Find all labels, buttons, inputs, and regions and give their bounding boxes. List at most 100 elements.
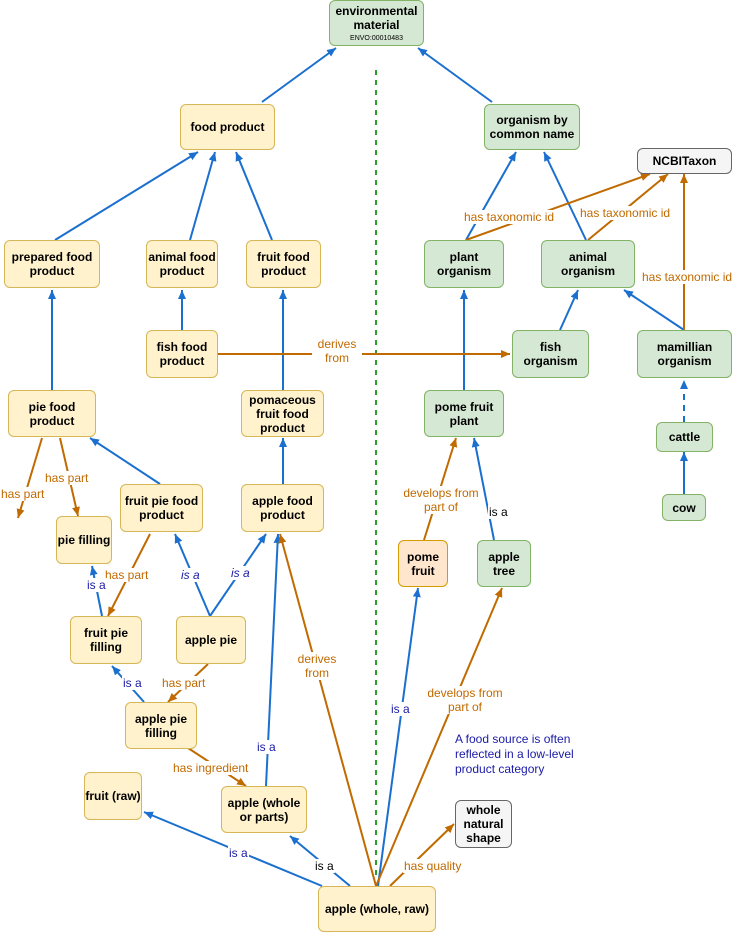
node-mamillian-organism[interactable]: mamillian organism — [637, 330, 732, 378]
node-label: pie food product — [28, 399, 76, 428]
node-apple-food-product[interactable]: apple food product — [241, 484, 324, 532]
edge-label-isa-fruitraw: is a — [228, 846, 249, 860]
node-label: cow — [672, 500, 696, 515]
node-pome-fruit[interactable]: pome fruit — [398, 540, 448, 587]
edge-fishorg-to-animal — [559, 289, 579, 331]
node-label: fruit pie food product — [124, 494, 199, 522]
node-label: apple tree — [488, 549, 520, 578]
node-environmental-material[interactable]: environmental material ENVO:00010483 — [329, 0, 424, 46]
node-label: apple (whole, raw) — [324, 902, 429, 916]
edge-label-haspart-2: has part — [44, 471, 90, 485]
node-label: apple (whole or parts) — [227, 795, 301, 824]
node-animal-food-product[interactable]: animal food product — [146, 240, 218, 288]
node-cow[interactable]: cow — [662, 494, 706, 521]
node-label: food product — [190, 120, 265, 134]
edge-fruitpie-to-pie — [89, 437, 161, 485]
node-fish-food-product[interactable]: fish food product — [146, 330, 218, 378]
node-label: pomaceous fruit food product — [249, 392, 316, 435]
node-label: pome fruit plant — [434, 399, 494, 428]
edge-label-isa-pomefruit: is a — [390, 702, 411, 716]
edge-label-isa-fruitpiefilling: is a — [122, 676, 143, 690]
annotation-note: A food source is often reflected in a lo… — [455, 732, 574, 776]
node-label: organism by common name — [489, 113, 575, 141]
node-fruit-pie-filling[interactable]: fruit pie filling — [70, 616, 142, 664]
node-label: fish organism — [523, 340, 578, 368]
node-fruit-pie-food-product[interactable]: fruit pie food product — [120, 484, 203, 532]
node-apple-whole-or-parts[interactable]: apple (whole or parts) — [221, 786, 307, 833]
edge-label-develops-pome: develops from part of — [400, 486, 482, 514]
node-label: fruit food product — [257, 250, 310, 278]
edge-appleraw-quality — [389, 823, 455, 887]
edge-label-isa-fruitpie: is a — [180, 568, 201, 582]
edge-label-isa-piefilling: is a — [86, 578, 107, 592]
node-label: prepared food product — [11, 250, 93, 278]
edge-label-haspart-3: has part — [104, 568, 150, 582]
node-label: NCBITaxon — [652, 154, 717, 168]
node-fruit-food-product[interactable]: fruit food product — [246, 240, 321, 288]
edge-label-develops-appletree: develops from part of — [424, 686, 506, 714]
node-label: fish food product — [156, 340, 208, 368]
node-whole-natural-shape[interactable]: whole natural shape — [455, 800, 512, 848]
edge-label-haspart-4: has part — [161, 676, 207, 690]
edge-pie-haspart-open — [16, 437, 43, 519]
edge-label-taxid-animal: has taxonomic id — [579, 206, 672, 220]
edge-label-haspart-1: has part — [0, 487, 46, 501]
edge-mamm-to-animal — [623, 289, 685, 331]
node-pomaceous-fruit-food-product[interactable]: pomaceous fruit food product — [241, 390, 324, 437]
edge-fruitfood-to-food — [235, 151, 273, 241]
edge-animalfood-to-food — [189, 151, 217, 241]
edge-label-has-ingredient: has ingredient — [172, 761, 250, 775]
edge-label-derives-apple: derives from — [296, 652, 338, 680]
edge-plant-taxid — [465, 173, 651, 241]
edge-appleraw-to-pomefruit — [377, 587, 421, 887]
edge-prepared-to-food — [54, 151, 199, 241]
edge-label-taxid-plant: has taxonomic id — [463, 210, 556, 224]
edge-label-has-quality: has quality — [403, 859, 463, 873]
edge-food-product-to-env — [261, 47, 337, 103]
node-label: plant organism — [436, 250, 491, 278]
edge-label-isa-appleparts: is a — [256, 740, 277, 754]
node-sublabel: ENVO:00010483 — [350, 34, 403, 42]
node-fish-organism[interactable]: fish organism — [512, 330, 589, 378]
edge-label-isa-wholeparts: is a — [314, 859, 335, 873]
edge-appleraw-develops — [375, 587, 503, 887]
node-pie-filling[interactable]: pie filling — [56, 516, 112, 564]
node-label: whole natural shape — [463, 803, 504, 845]
edge-label-derives-fish: derives from — [312, 337, 362, 365]
edge-animal-to-organism — [543, 151, 587, 241]
node-label: pie filling — [57, 533, 111, 547]
node-label: environmental material — [335, 3, 418, 32]
node-apple-tree[interactable]: apple tree — [477, 540, 531, 587]
node-label: mamillian organism — [656, 340, 713, 368]
node-apple-pie-filling[interactable]: apple pie filling — [125, 702, 197, 749]
edge-plant-to-organism — [465, 151, 517, 241]
edge-appletree-to-pomeplant — [471, 437, 495, 541]
node-label: fruit (raw) — [85, 789, 141, 803]
node-prepared-food-product[interactable]: prepared food product — [4, 240, 100, 288]
node-pie-food-product[interactable]: pie food product — [8, 390, 96, 437]
node-plant-organism[interactable]: plant organism — [424, 240, 504, 288]
node-ncbitaxon[interactable]: NCBITaxon — [637, 148, 732, 174]
node-label: apple food product — [252, 494, 313, 522]
node-label: fruit pie filling — [84, 626, 128, 654]
node-label: animal food product — [148, 250, 216, 278]
node-cattle[interactable]: cattle — [656, 422, 713, 452]
node-apple-pie[interactable]: apple pie — [176, 616, 246, 664]
node-label: cattle — [668, 430, 701, 444]
node-pome-fruit-plant[interactable]: pome fruit plant — [424, 390, 504, 437]
node-organism-by-common-name[interactable]: organism by common name — [484, 104, 580, 150]
node-label: apple pie filling — [134, 711, 187, 740]
node-food-product[interactable]: food product — [180, 104, 275, 150]
node-label: apple pie — [184, 633, 237, 647]
edge-label-isa-appletree: is a — [488, 505, 509, 519]
node-animal-organism[interactable]: animal organism — [541, 240, 635, 288]
edge-label-taxid-mamm: has taxonomic id — [641, 270, 734, 284]
node-label: animal organism — [560, 250, 615, 278]
edge-appleraw-derives — [278, 533, 377, 887]
node-fruit-raw[interactable]: fruit (raw) — [84, 772, 142, 820]
edge-organism-to-env — [417, 47, 493, 103]
edge-label-isa-applefood: is a — [230, 566, 251, 580]
node-apple-whole-raw[interactable]: apple (whole, raw) — [318, 886, 436, 932]
